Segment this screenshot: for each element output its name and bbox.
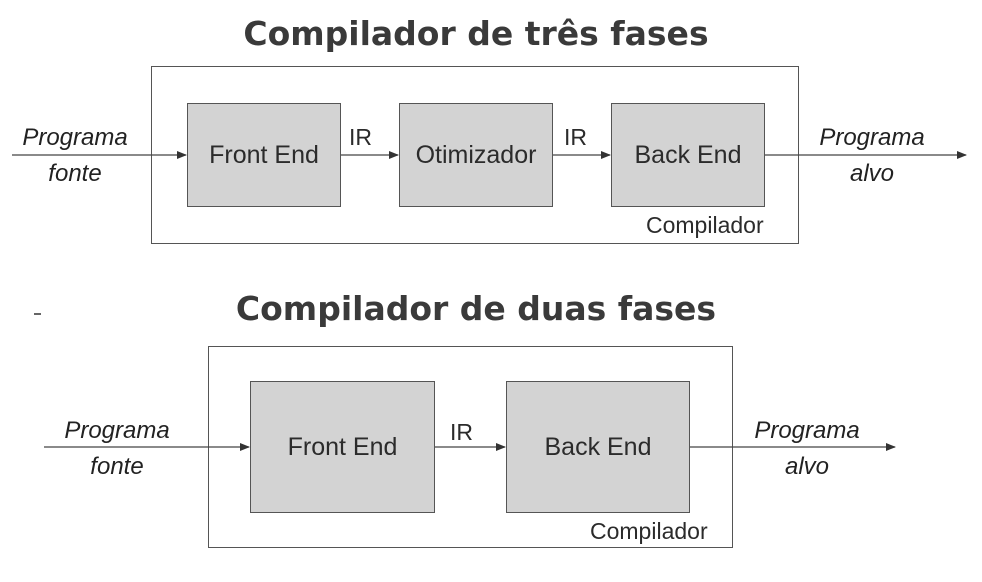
two-phase-back-end-box: Back End xyxy=(506,381,690,513)
three-phase-ir-label-2: IR xyxy=(564,124,587,150)
two-phase-front-end-label: Front End xyxy=(287,432,398,461)
three-phase-front-end-box: Front End xyxy=(187,103,341,207)
three-phase-ir-label-1: IR xyxy=(349,124,372,150)
three-phase-output-label: Programa alvo xyxy=(805,120,939,192)
stray-mark xyxy=(34,313,41,315)
two-phase-title: Compilador de duas fases xyxy=(235,289,717,328)
three-phase-optimizer-box: Otimizador xyxy=(399,103,553,207)
three-phase-frame-label: Compilador xyxy=(646,212,764,238)
three-phase-output-line1: Programa xyxy=(819,124,925,151)
two-phase-output-label: Programa alvo xyxy=(742,413,872,485)
three-phase-title: Compilador de três fases xyxy=(243,14,709,53)
three-phase-front-end-label: Front End xyxy=(209,140,319,169)
two-phase-input-line2: fonte xyxy=(90,453,144,480)
two-phase-input-label: Programa fonte xyxy=(52,413,182,485)
two-phase-frame-label: Compilador xyxy=(590,518,708,544)
three-phase-output-line2: alvo xyxy=(849,160,895,187)
three-phase-back-end-box: Back End xyxy=(611,103,765,207)
two-phase-ir-label: IR xyxy=(450,419,473,445)
two-phase-front-end-box: Front End xyxy=(250,381,435,513)
two-phase-back-end-label: Back End xyxy=(544,432,652,461)
two-phase-input-line1: Programa xyxy=(64,417,170,444)
two-phase-output-line2: alvo xyxy=(784,453,830,480)
three-phase-input-line1: Programa xyxy=(22,124,128,151)
three-phase-input-line2: fonte xyxy=(48,160,102,187)
two-phase-output-line1: Programa xyxy=(754,417,860,444)
three-phase-input-label: Programa fonte xyxy=(8,120,142,192)
three-phase-back-end-label: Back End xyxy=(634,140,742,169)
three-phase-optimizer-label: Otimizador xyxy=(415,140,537,169)
